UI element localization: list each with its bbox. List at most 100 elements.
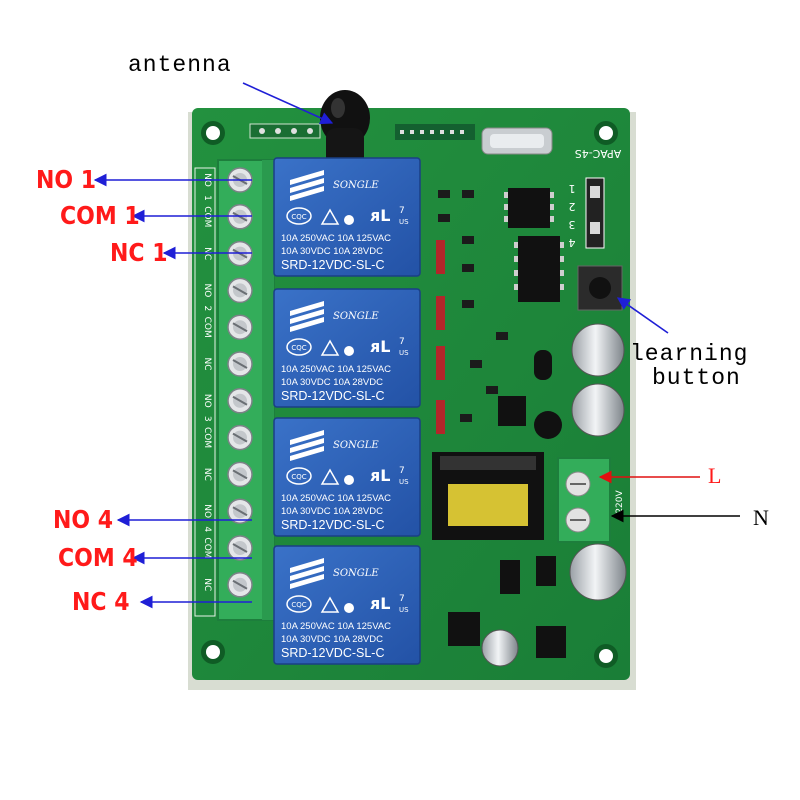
top-header-pins	[249, 123, 475, 140]
com4-label: COM 4	[58, 543, 138, 572]
warning-triangle-icon	[320, 208, 340, 225]
no4-label: NO 4	[53, 505, 114, 534]
learning-button-label-line2: button	[652, 365, 741, 391]
learning-button-label-line1: learning	[630, 341, 749, 367]
relay-rating-line1: 10A 250VAC 10A 125VAC	[281, 621, 391, 632]
nc1-label: NC 1	[110, 238, 168, 267]
silkscreen-num-4: 4	[202, 526, 212, 532]
components	[432, 177, 627, 667]
mounting-holes	[201, 121, 618, 668]
jumper-digit: 3	[569, 218, 576, 231]
relay-ul-number: 7	[399, 206, 405, 216]
terminal-screw	[227, 351, 253, 377]
live-label: L	[708, 463, 722, 488]
relay-4: SONGLE CQC ᴙL 7US 10A 250VAC 10A 125VAC 10A 3…	[273, 545, 421, 665]
silkscreen-com-3: COM	[202, 427, 212, 448]
silkscreen-num-1: 1	[202, 195, 212, 201]
relay-cert-left: CQC	[291, 601, 306, 609]
relay-2: SONGLE CQC ᴙL 7US 10A 250VAC 10A 125VAC 10A 3…	[273, 288, 421, 408]
terminal-screw	[227, 314, 253, 340]
warning-triangle-icon	[320, 596, 340, 613]
relay-rating-line2: 10A 30VDC 10A 28VDC	[281, 246, 383, 257]
relay-brand: SONGLE	[333, 180, 379, 191]
relay-brand: SONGLE	[333, 568, 379, 579]
relay-rating-line1: 10A 250VAC 10A 125VAC	[281, 233, 391, 244]
terminal-screws	[227, 167, 253, 598]
ul-mark-icon: ᴙL	[370, 206, 390, 225]
seal-icon	[344, 475, 354, 485]
jumper-digit: 1	[569, 182, 576, 195]
silkscreen-nc-3: NC	[202, 468, 212, 481]
songle-logo-icon	[290, 430, 324, 461]
no1-label: NO 1	[36, 165, 97, 194]
jumper-digit: 2	[569, 200, 576, 213]
seal-icon	[344, 346, 354, 356]
neutral-label: N	[753, 505, 769, 530]
songle-logo-icon	[290, 558, 324, 589]
silkscreen-no-2: NO	[202, 283, 212, 297]
relay-model: SRD-12VDC-SL-C	[281, 518, 385, 532]
antenna-coil	[320, 90, 370, 168]
terminal-screw	[227, 572, 253, 598]
relay-brand: SONGLE	[333, 440, 379, 451]
ul-mark-icon: ᴙL	[370, 337, 390, 356]
silkscreen-no-3: NO	[202, 394, 212, 408]
jumper-digits: 1 2 3 4	[569, 182, 576, 249]
relay-ul-suffix: US	[399, 218, 409, 226]
terminal-screw	[227, 388, 253, 414]
arrow-antenna	[242, 82, 334, 125]
relay-model: SRD-12VDC-SL-C	[281, 258, 385, 272]
jumper-digit: 4	[569, 236, 576, 249]
antenna-label: antenna	[128, 52, 232, 78]
model-silkscreen: APAC-4S	[575, 147, 621, 160]
relay-1: SONGLE CQC ᴙL 7US 10A 250VAC 10A 125VAC 10A 3…	[273, 157, 421, 277]
relay-rating-line2: 10A 30VDC 10A 28VDC	[281, 634, 383, 645]
warning-triangle-icon	[320, 339, 340, 356]
callout-arrows	[93, 82, 740, 609]
crystal-oscillator	[481, 127, 553, 155]
silkscreen-com-4: COM	[202, 537, 212, 558]
terminal-screw	[227, 461, 253, 488]
relay-rating-line1: 10A 250VAC 10A 125VAC	[281, 493, 391, 504]
songle-logo-icon	[290, 301, 324, 332]
arrow-learning	[616, 297, 669, 334]
terminal-screw	[227, 277, 253, 304]
silkscreen-com-2: COM	[202, 317, 212, 338]
silkscreen-num-3: 3	[202, 416, 212, 422]
relay-brand: SONGLE	[333, 311, 379, 322]
relay-3: SONGLE CQC ᴙL 7US 10A 250VAC 10A 125VAC 10A 3…	[273, 417, 421, 537]
relay-ul-suffix: US	[399, 606, 409, 614]
relay-cert-left: CQC	[291, 213, 306, 221]
terminal-screw	[227, 424, 253, 451]
nc4-label: NC 4	[72, 587, 130, 616]
ul-mark-icon: ᴙL	[370, 594, 390, 613]
relay-model: SRD-12VDC-SL-C	[281, 646, 385, 660]
ul-mark-icon: ᴙL	[370, 466, 390, 485]
seal-icon	[344, 603, 354, 613]
songle-logo-icon	[290, 170, 324, 201]
voltage-silkscreen: 220V	[615, 489, 625, 513]
relay-ul-suffix: US	[399, 349, 409, 357]
relay-rating-line1: 10A 250VAC 10A 125VAC	[281, 364, 391, 375]
relay-ul-suffix: US	[399, 478, 409, 486]
relay-rating-line2: 10A 30VDC 10A 28VDC	[281, 377, 383, 388]
silkscreen-column	[194, 167, 216, 617]
terminal-screw	[227, 498, 253, 524]
silkscreen-nc-4: NC	[202, 578, 212, 591]
relay-ul-number: 7	[399, 337, 405, 347]
silkscreen-num-2: 2	[202, 306, 212, 312]
com1-label: COM 1	[60, 201, 140, 230]
seal-icon	[344, 215, 354, 225]
warning-triangle-icon	[320, 468, 340, 485]
relay-cert-left: CQC	[291, 344, 306, 352]
relay-rating-line2: 10A 30VDC 10A 28VDC	[281, 506, 383, 517]
relay-ul-number: 7	[399, 466, 405, 476]
relay-model: SRD-12VDC-SL-C	[281, 389, 385, 403]
silkscreen-no-4: NO	[202, 504, 212, 518]
relay-ul-number: 7	[399, 594, 405, 604]
silkscreen-nc-2: NC	[202, 357, 212, 370]
terminal-screw	[227, 535, 253, 561]
relay-cert-left: CQC	[291, 473, 306, 481]
